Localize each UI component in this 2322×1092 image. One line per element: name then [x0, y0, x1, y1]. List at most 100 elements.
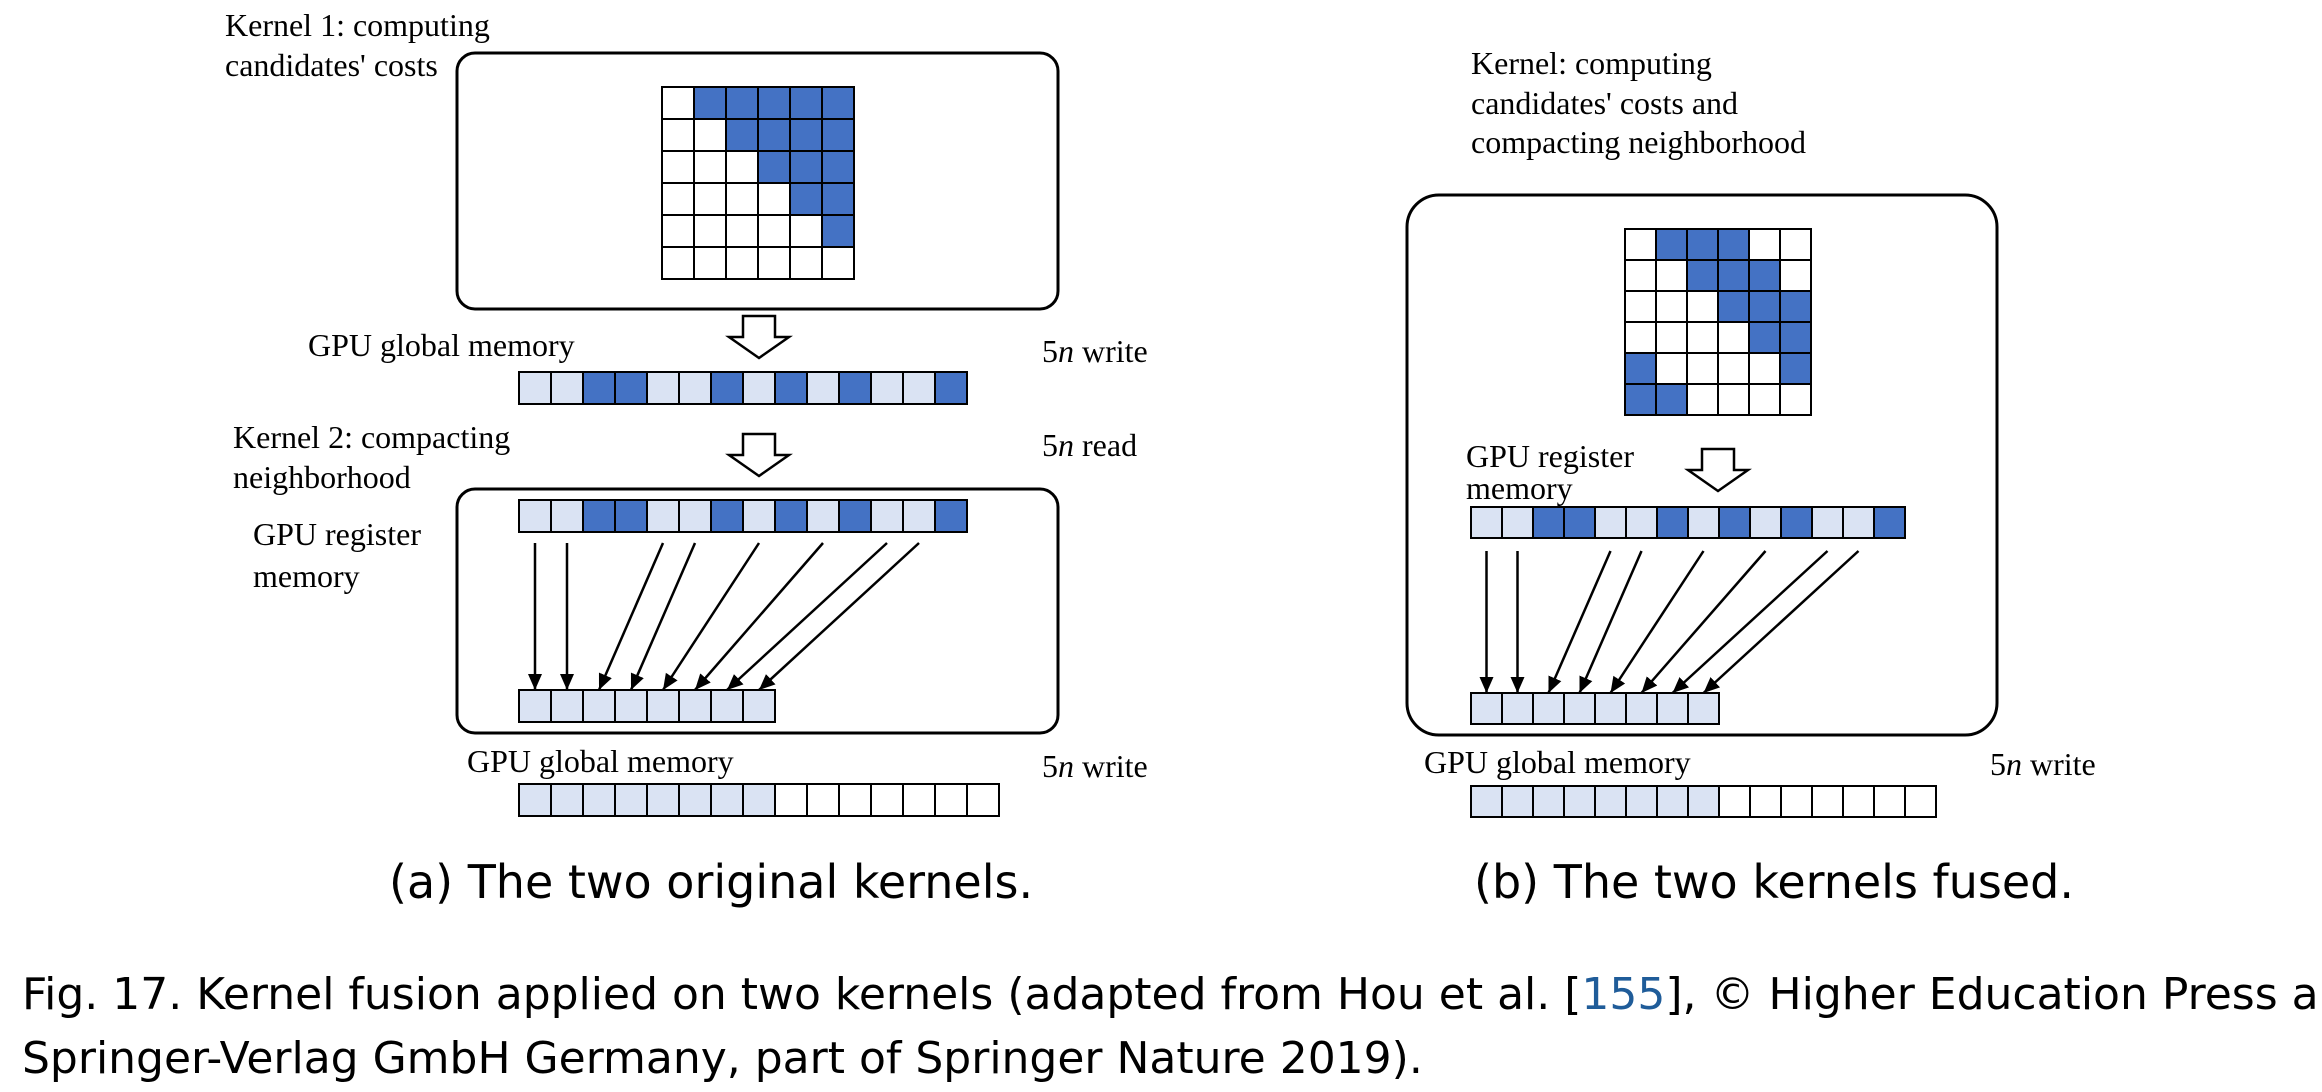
fused-kernel-box	[1405, 193, 1999, 737]
matrix-cell	[1686, 321, 1719, 354]
matrix-cell	[821, 86, 855, 120]
matrix-cell	[821, 182, 855, 216]
array-cell	[518, 499, 552, 533]
array-cell	[1563, 785, 1596, 818]
array-cell	[678, 371, 712, 405]
matrix-cell	[693, 246, 727, 280]
matrix-cell	[1779, 383, 1812, 416]
array-cell	[1811, 506, 1844, 539]
array-cell	[1625, 785, 1658, 818]
array-cell	[614, 371, 648, 405]
matrix-cell	[661, 118, 695, 152]
kernel2-label-line2: neighborhood	[233, 459, 411, 495]
array-cell	[774, 499, 808, 533]
array-cell	[1625, 506, 1658, 539]
array-cell	[710, 783, 744, 817]
array-cell	[774, 783, 808, 817]
matrix-cell	[1624, 228, 1657, 261]
array-cell	[966, 783, 1000, 817]
matrix-cell	[725, 214, 759, 248]
cost-matrix-b	[1624, 228, 1812, 416]
subcaption-a: (a) The two original kernels.	[389, 855, 1033, 909]
matrix-cell	[789, 86, 823, 120]
matrix-cell	[1655, 321, 1688, 354]
matrix-cell	[1686, 352, 1719, 385]
global-compacted-array-b	[1470, 785, 1937, 818]
array-cell	[518, 783, 552, 817]
matrix-cell	[1655, 290, 1688, 323]
array-cell	[1470, 692, 1503, 725]
matrix-cell	[821, 150, 855, 184]
figure-caption-line1: Fig. 17. Kernel fusion applied on two ke…	[22, 969, 2322, 1020]
array-cell	[742, 499, 776, 533]
fused-kernel-label-line1: Kernel: computing	[1471, 45, 1712, 81]
matrix-cell	[661, 182, 695, 216]
matrix-cell	[1655, 352, 1688, 385]
matrix-cell	[821, 246, 855, 280]
array-cell	[614, 499, 648, 533]
array-cell	[710, 499, 744, 533]
matrix-cell	[821, 214, 855, 248]
matrix-cell	[725, 118, 759, 152]
array-cell	[1656, 506, 1689, 539]
compaction-arrow	[1547, 550, 1612, 694]
compaction-arrow	[661, 542, 761, 691]
array-cell	[1873, 785, 1906, 818]
register-compacted-array-b	[1470, 692, 1720, 725]
kernel2-box	[455, 487, 1060, 735]
array-cell	[1594, 785, 1627, 818]
array-cell	[902, 783, 936, 817]
array-cell	[710, 371, 744, 405]
array-cell	[1532, 506, 1565, 539]
array-cell	[1749, 785, 1782, 818]
matrix-cell	[789, 150, 823, 184]
array-cell	[1470, 506, 1503, 539]
matrix-cell	[693, 86, 727, 120]
array-cell	[518, 371, 552, 405]
array-cell	[806, 371, 840, 405]
array-cell	[646, 499, 680, 533]
array-cell	[806, 783, 840, 817]
matrix-cell	[1779, 321, 1812, 354]
global-memory-label-1: GPU global memory	[308, 327, 575, 363]
citation-link[interactable]: 155	[1581, 969, 1665, 1020]
matrix-cell	[693, 182, 727, 216]
compaction-arrow	[629, 542, 697, 691]
register-cost-array-b	[1470, 506, 1906, 539]
kernel2-label-line1: Kernel 2: compacting	[233, 419, 510, 455]
array-cell	[550, 371, 584, 405]
compaction-arrow	[1671, 550, 1829, 694]
matrix-cell	[693, 214, 727, 248]
global-compacted-array-a	[518, 783, 1000, 817]
register-cost-array-a	[518, 499, 968, 533]
array-cell	[1904, 785, 1937, 818]
array-cell	[614, 689, 648, 723]
matrix-cell	[661, 150, 695, 184]
array-cell	[550, 783, 584, 817]
array-cell	[838, 371, 872, 405]
array-cell	[742, 783, 776, 817]
matrix-cell	[1779, 259, 1812, 292]
matrix-cell	[1686, 228, 1719, 261]
array-cell	[710, 689, 744, 723]
matrix-cell	[789, 118, 823, 152]
array-cell	[934, 499, 968, 533]
array-cell	[1563, 692, 1596, 725]
matrix-cell	[725, 246, 759, 280]
matrix-cell	[1624, 290, 1657, 323]
array-cell	[1656, 785, 1689, 818]
array-cell	[1501, 785, 1534, 818]
array-cell	[518, 689, 552, 723]
matrix-cell	[757, 246, 791, 280]
read-label: 5n read	[1042, 427, 1137, 463]
matrix-cell	[1686, 383, 1719, 416]
array-cell	[1594, 692, 1627, 725]
matrix-cell	[1779, 290, 1812, 323]
matrix-cell	[789, 214, 823, 248]
matrix-cell	[1717, 290, 1750, 323]
array-cell	[1873, 506, 1906, 539]
matrix-cell	[757, 86, 791, 120]
compaction-arrow	[726, 542, 888, 691]
array-cell	[1687, 692, 1720, 725]
matrix-cell	[1686, 290, 1719, 323]
